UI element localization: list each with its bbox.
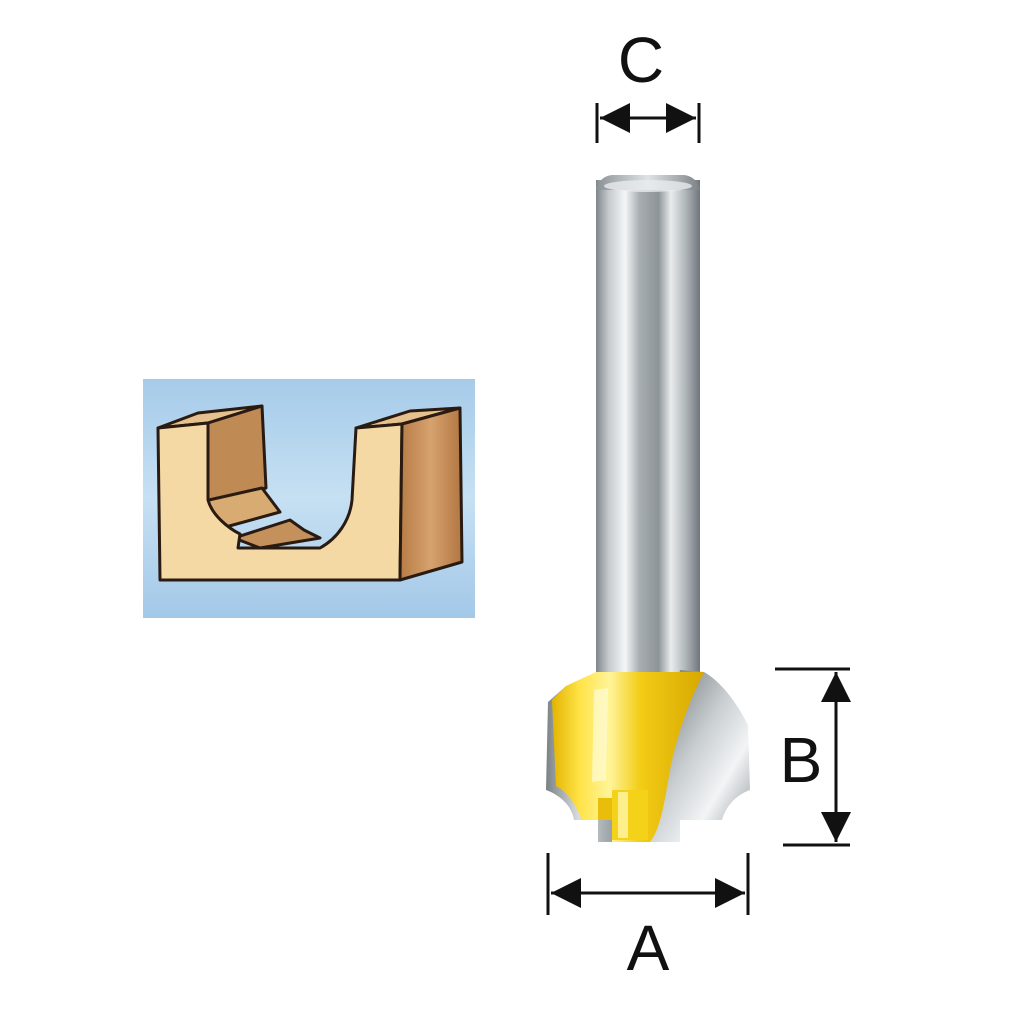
wood-front-face (156, 421, 404, 582)
dimension-c-label: C (618, 24, 664, 96)
pilot-tip (612, 790, 648, 840)
router-bit-icon (546, 175, 750, 842)
dimension-c: C (595, 24, 701, 143)
wood-profile-icon (143, 379, 475, 618)
wood-profile-ledge-lower (232, 518, 322, 550)
dimension-b: B (775, 667, 851, 847)
carbide-body (552, 672, 704, 842)
dimension-a-label: A (627, 912, 670, 984)
dimension-a: A (546, 853, 750, 984)
wood-right-side (398, 406, 464, 582)
shank (596, 180, 700, 680)
dimension-b-label: B (780, 724, 823, 796)
